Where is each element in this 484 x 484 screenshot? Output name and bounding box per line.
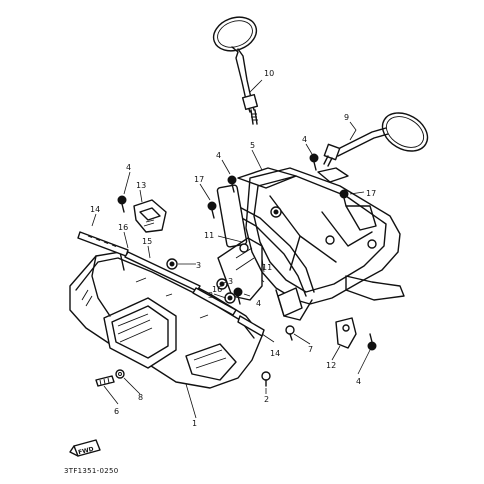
callout-11-b: 11 (262, 263, 272, 272)
callout-14-b: 14 (270, 349, 280, 358)
washer-7 (115, 369, 125, 379)
callout-4-a: 4 (126, 163, 131, 172)
callout-17-b: 17 (366, 189, 376, 198)
callout-5: 5 (250, 141, 255, 150)
callout-4-b: 4 (216, 151, 221, 160)
callout-17-a: 17 (194, 175, 204, 184)
callout-14-a: 14 (90, 205, 100, 214)
leader-lines (91, 79, 371, 419)
callout-9: 9 (344, 113, 349, 122)
nut-3-a (166, 258, 178, 270)
callout-7: 8 (138, 393, 143, 402)
bolt-6 (95, 375, 115, 387)
callout-3-a: 3 (196, 261, 201, 270)
bolt-4-a (117, 195, 127, 213)
nut-3-d (270, 206, 282, 218)
bolt-4-e (367, 333, 377, 351)
trim-strip-right (237, 315, 265, 337)
stay-bracket-13 (133, 199, 167, 233)
callout-1: 1 (192, 419, 197, 428)
callout-8: 7 (308, 345, 313, 354)
bolt-17-b (339, 189, 349, 207)
callout-11: 11 (204, 231, 214, 240)
drawing-code: 3TF1351-0250 (64, 467, 119, 475)
trim-strip-center (124, 251, 237, 316)
callout-12: 12 (326, 361, 336, 370)
nut-3-c (224, 292, 236, 304)
right-mirror-part (323, 112, 429, 167)
callout-3-b: 3 (228, 277, 233, 286)
left-mirror-part (212, 16, 259, 125)
fwd-badge: FWD (69, 439, 101, 457)
screw-8 (285, 325, 295, 341)
callout-10: 10 (264, 69, 274, 78)
bolt-17-a (207, 201, 217, 219)
callout-4-d: 4 (256, 299, 261, 308)
handlebar-cover-part (69, 251, 263, 389)
small-bracket-12 (335, 317, 357, 349)
callout-2: 2 (264, 395, 269, 404)
callout-3-c: 3 (208, 291, 213, 300)
fwd-text: FWD (78, 446, 95, 457)
trim-strip-left (77, 231, 129, 257)
screw-2 (261, 371, 271, 387)
callout-labels: 10 9 5 4 4 4 17 17 13 14 16 15 11 3 3 3 … (90, 69, 376, 428)
callout-13: 13 (136, 181, 146, 190)
bolt-4-b (227, 175, 237, 193)
callout-4-c: 4 (302, 135, 307, 144)
callout-15: 15 (142, 237, 152, 246)
callout-16-a: 16 (118, 223, 128, 232)
callout-16-b: 16 (212, 285, 222, 294)
bolt-4-c (309, 153, 319, 171)
callout-6: 6 (114, 407, 119, 416)
bolt-4-d (233, 287, 243, 305)
callout-4-e: 4 (356, 377, 361, 386)
